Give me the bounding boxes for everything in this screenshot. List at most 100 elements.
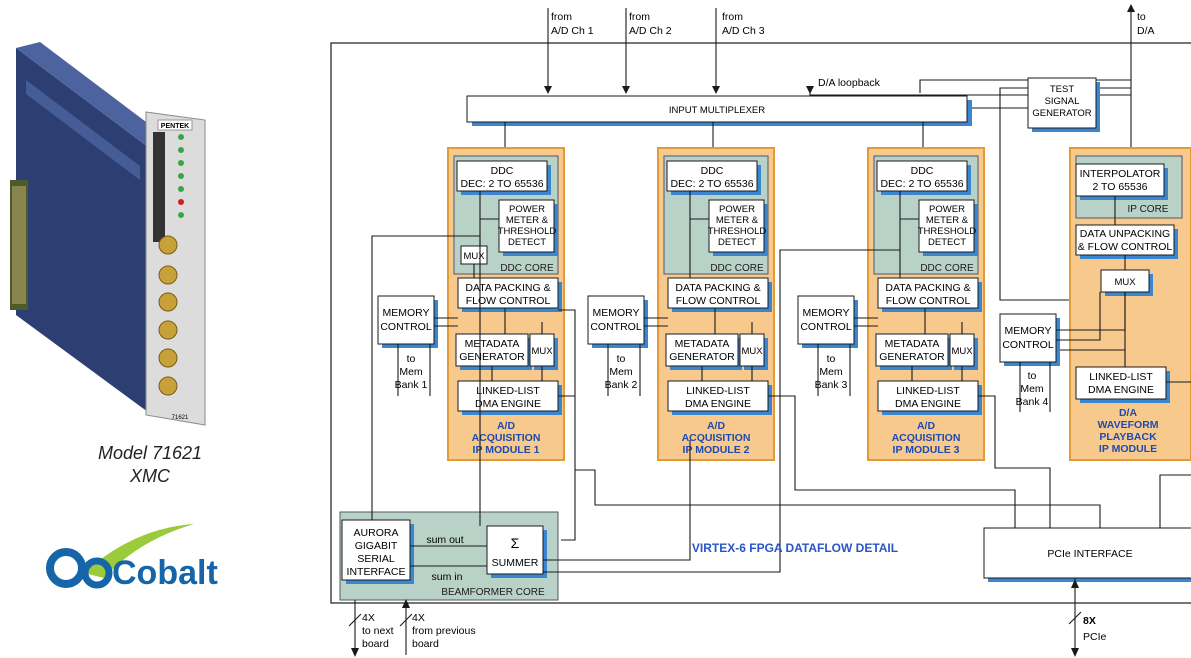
power-meter-line2-1: METER & [506,215,549,226]
acq-module1-line1: A/D [497,420,516,432]
mux-label-da: MUX [1114,277,1136,288]
bank-label-1: Bank 1 [395,379,428,391]
da-label: D/A [1137,25,1155,37]
product-board-image: PENTEK 71621 [10,42,206,426]
metadata-line1-1: METADATA [465,338,520,350]
bank-label-2: Bank 2 [605,379,638,391]
acq-module1-line3: IP MODULE 1 [473,444,540,456]
power-meter-line2-2: METER & [716,215,759,226]
data-packing-line2-2: FLOW CONTROL [676,295,761,307]
mux2-label-1: MUX [531,346,553,357]
pcie-interface-label: PCIe INTERFACE [1047,548,1132,560]
power-meter-line4-2: DETECT [718,237,756,248]
metadata-line2-2: GENERATOR [669,351,735,363]
power-meter-line1-3: POWER [929,204,965,215]
power-meter-line2-3: METER & [926,215,969,226]
diagram-title: VIRTEX-6 FPGA DATAFLOW DETAIL [692,541,898,555]
ddc-dec-label-2: DEC: 2 TO 65536 [670,178,753,190]
board-vendor-text: PENTEK [161,123,189,130]
mux2-label-3: MUX [951,346,973,357]
to-mem-to-1: to [407,353,416,365]
da-loopback-label: D/A loopback [818,77,881,89]
ad-ch3-label: A/D Ch 3 [722,25,765,37]
sum-out-label: sum out [426,534,463,546]
cobalt-logo-text: Cobalt [112,554,218,592]
interpolator-line1: INTERPOLATOR [1080,168,1161,180]
metadata-line1-3: METADATA [885,338,940,350]
da-module-line2: WAVEFORM [1097,419,1158,431]
ddc-dec-label-3: DEC: 2 TO 65536 [880,178,963,190]
mux2-label-2: MUX [741,346,763,357]
test-signal-line2: SIGNAL [1045,96,1080,107]
pcie-width-label: 8X [1083,615,1096,627]
ad-ch2-label: A/D Ch 2 [629,25,672,37]
beamformer-core-label: BEAMFORMER CORE [441,587,545,598]
linked-list-line1-1: LINKED-LIST [476,385,540,397]
power-meter-line4-1: DETECT [508,237,546,248]
data-unpacking-line1: DATA UNPACKING [1080,228,1170,240]
aurora-line3: SERIAL [357,553,395,565]
in-board-label: board [412,638,439,650]
input-multiplexer-box [466,95,968,123]
acq-module2-line2: ACQUISITION [682,432,751,444]
ddc-label-1: DDC [491,165,514,177]
aurora-line1: AURORA [354,527,399,539]
data-packing-line2-1: FLOW CONTROL [466,295,551,307]
data-packing-line2-3: FLOW CONTROL [886,295,971,307]
cobalt-logo: Cobalt [46,524,218,592]
summer-label: SUMMER [492,557,539,569]
aurora-line4: INTERFACE [347,566,406,578]
memctl-line2-1: CONTROL [380,321,431,333]
beamformer-core: AURORA GIGABIT SERIAL INTERFACE Σ SUMMER… [339,235,900,657]
model-caption-line1: Model 71621 [97,443,203,463]
out-to-label: to next [362,625,394,637]
memctl-line2-2: CONTROL [590,321,641,333]
from-label-1: from [551,11,572,23]
memctl-line2-3: CONTROL [800,321,851,333]
linked-list-line2-da: DMA ENGINE [1088,384,1154,396]
bank-label-3: Bank 3 [815,379,848,391]
data-packing-line1-3: DATA PACKING & [885,282,970,294]
model-caption-line2: XMC [130,466,170,486]
to-mem-mem-3: Mem [819,366,843,378]
acq-module1-line2: ACQUISITION [472,432,541,444]
power-meter-line1-2: POWER [719,204,755,215]
data-packing-line1-2: DATA PACKING & [675,282,760,294]
da-module-line1: D/A [1119,407,1138,419]
test-signal-generator-box [1027,77,1097,129]
acq-module3-line2: ACQUISITION [892,432,961,444]
aurora-line2: GIGABIT [355,540,398,552]
data-unpacking-line2: & FLOW CONTROL [1078,241,1173,253]
from-label-2: from [629,11,650,23]
ad-module-1: DDC DEC: 2 TO 65536 POWER METER & THRESH… [377,147,576,541]
linked-list-line1-da: LINKED-LIST [1089,371,1153,383]
acq-module3-line1: A/D [917,420,936,432]
da-module-line3: PLAYBACK [1099,431,1157,443]
to-mem-to-2: to [617,353,626,365]
input-multiplexer-label: INPUT MULTIPLEXER [669,105,765,116]
linked-list-line2-3: DMA ENGINE [895,398,961,410]
metadata-line1-2: METADATA [675,338,730,350]
to-mem-mem-2: Mem [609,366,633,378]
memctl-line1-2: MEMORY [592,307,639,319]
in-width-label: 4X [412,612,425,624]
dataflow-diagram: from A/D Ch 1 from A/D Ch 2 from A/D Ch … [330,4,1191,657]
ddc-core-label-2: DDC CORE [710,263,764,274]
pcie-interface-box [983,527,1191,579]
metadata-line2-3: GENERATOR [879,351,945,363]
ddc-dec-label-1: DEC: 2 TO 65536 [460,178,543,190]
ddc-core-label-3: DDC CORE [920,263,974,274]
fpga-frame [330,42,1191,604]
to-label: to [1137,11,1146,23]
ddc-label-3: DDC [911,165,934,177]
ddc-label-2: DDC [701,165,724,177]
out-width-label: 4X [362,612,375,624]
memctl-line1-1: MEMORY [382,307,429,319]
da-module-line4: IP MODULE [1099,443,1157,455]
test-signal-line1: TEST [1050,84,1074,95]
power-meter-line3-3: THRESHOLD [918,226,977,237]
memctl-line2-4: CONTROL [1002,339,1053,351]
test-signal-line3: GENERATOR [1032,108,1091,119]
da-module: INTERPOLATOR 2 TO 65536 IP CORE DATA UNP… [999,147,1191,461]
memctl-line1-3: MEMORY [802,307,849,319]
